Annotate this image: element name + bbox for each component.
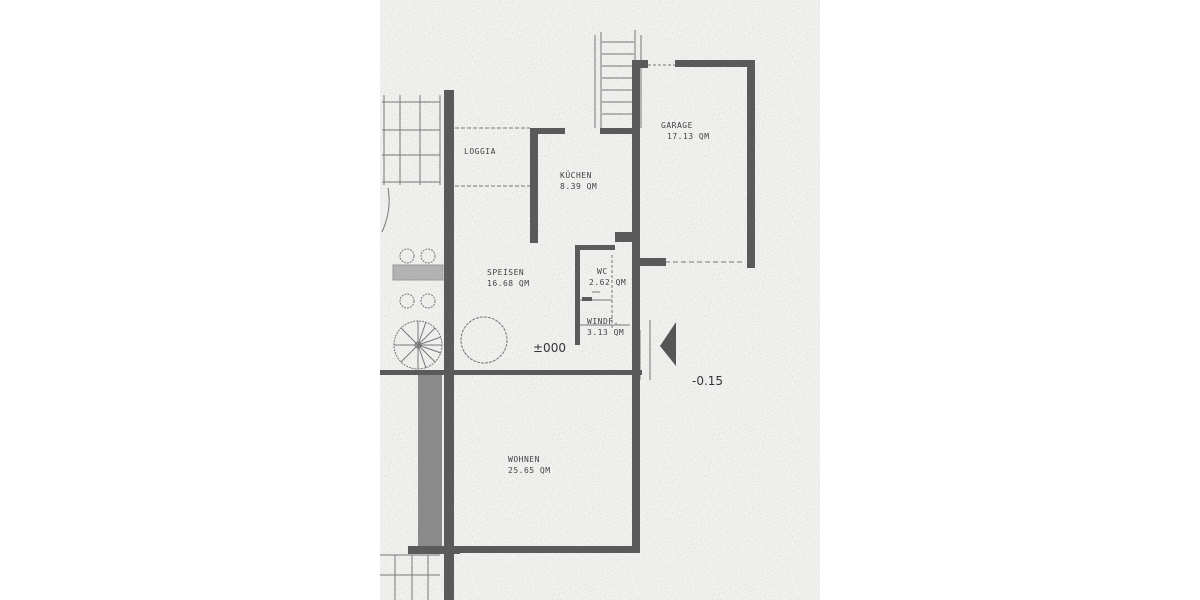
room-garage-area: 17.13 QM [667,132,710,141]
room-kuechen-area: 8.39 QM [560,182,598,191]
room-wohnen-area: 25.65 QM [508,466,551,475]
room-speisen: SPEISEN 16.68 QM [487,267,530,289]
room-kuechen-name: KÜCHEN [560,171,592,180]
room-wc-area: 2.62 QM [589,278,627,287]
room-kuechen: KÜCHEN 8.39 QM [560,170,597,192]
room-speisen-name: SPEISEN [487,268,525,277]
terrace-grid-bottom [380,554,440,600]
room-windfang-area: 3.13 QM [587,328,625,337]
room-wc-name: WC [597,267,608,276]
stove-icon [392,248,444,309]
room-windfang-name: WINDF. [587,317,619,326]
room-loggia: LOGGIA [464,146,496,157]
room-wohnen-name: WOHNEN [508,455,540,464]
entrance-arrow-icon [660,322,676,366]
round-table-icon [460,316,508,364]
room-speisen-area: 16.68 QM [487,279,530,288]
room-garage-name: GARAGE [661,121,693,130]
room-wc: WC 2.62 QM [589,266,626,288]
entrance-level-label: -0.15 [692,374,724,388]
room-wohnen: WOHNEN 25.65 QM [508,454,551,476]
room-loggia-name: LOGGIA [464,147,496,156]
floor-level-label: ±000 [533,341,566,355]
walls [380,60,755,600]
terrace-grid [381,95,441,233]
room-windfang: WINDF. 3.13 QM [587,316,624,338]
spiral-staircase-icon [393,320,443,370]
room-garage: GARAGE 17.13 QM [661,120,710,142]
